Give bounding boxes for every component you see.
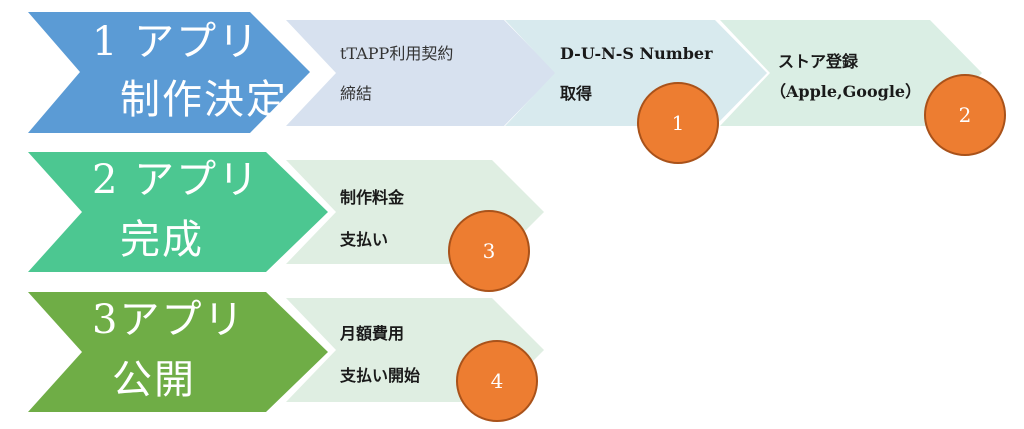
row3-main-line2: 公開 — [112, 357, 196, 403]
step-duns-line2: 取得 — [560, 84, 593, 103]
step-tapp-line1: tTAPP利用契約 — [340, 44, 454, 63]
row3-main-line1: 3アプリ — [92, 297, 246, 343]
row2-main-line1: 2 アプリ — [92, 157, 261, 203]
step-fee-line2: 支払い — [340, 230, 389, 249]
step-tapp-line2: 締結 — [340, 84, 373, 103]
step-store-chevron — [720, 20, 982, 126]
row3-main-chevron — [28, 292, 328, 412]
step-monthly-line1: 月額費用 — [340, 324, 405, 343]
step-duns-line1: D-U-N-S Number — [560, 44, 713, 63]
row1-main-chevron — [28, 12, 310, 133]
step-fee-line1: 制作料金 — [340, 188, 405, 207]
step-badge-4: 4 — [456, 340, 538, 422]
step-store-line1: ストア登録 — [778, 52, 859, 71]
step-badge-2: 2 — [924, 74, 1006, 156]
step-store-line2: （Apple,Google） — [770, 82, 922, 101]
row1-main-line2: 制作決定 — [120, 77, 288, 123]
step-badge-1: 1 — [637, 82, 719, 164]
step-tapp-chevron — [286, 20, 556, 126]
step-badge-3: 3 — [448, 210, 530, 292]
row2-main-line2: 完成 — [120, 217, 204, 263]
row1-main-line1: 1 アプリ — [92, 19, 261, 65]
step-monthly-line2: 支払い開始 — [340, 366, 421, 385]
row2-main-chevron — [28, 152, 328, 272]
